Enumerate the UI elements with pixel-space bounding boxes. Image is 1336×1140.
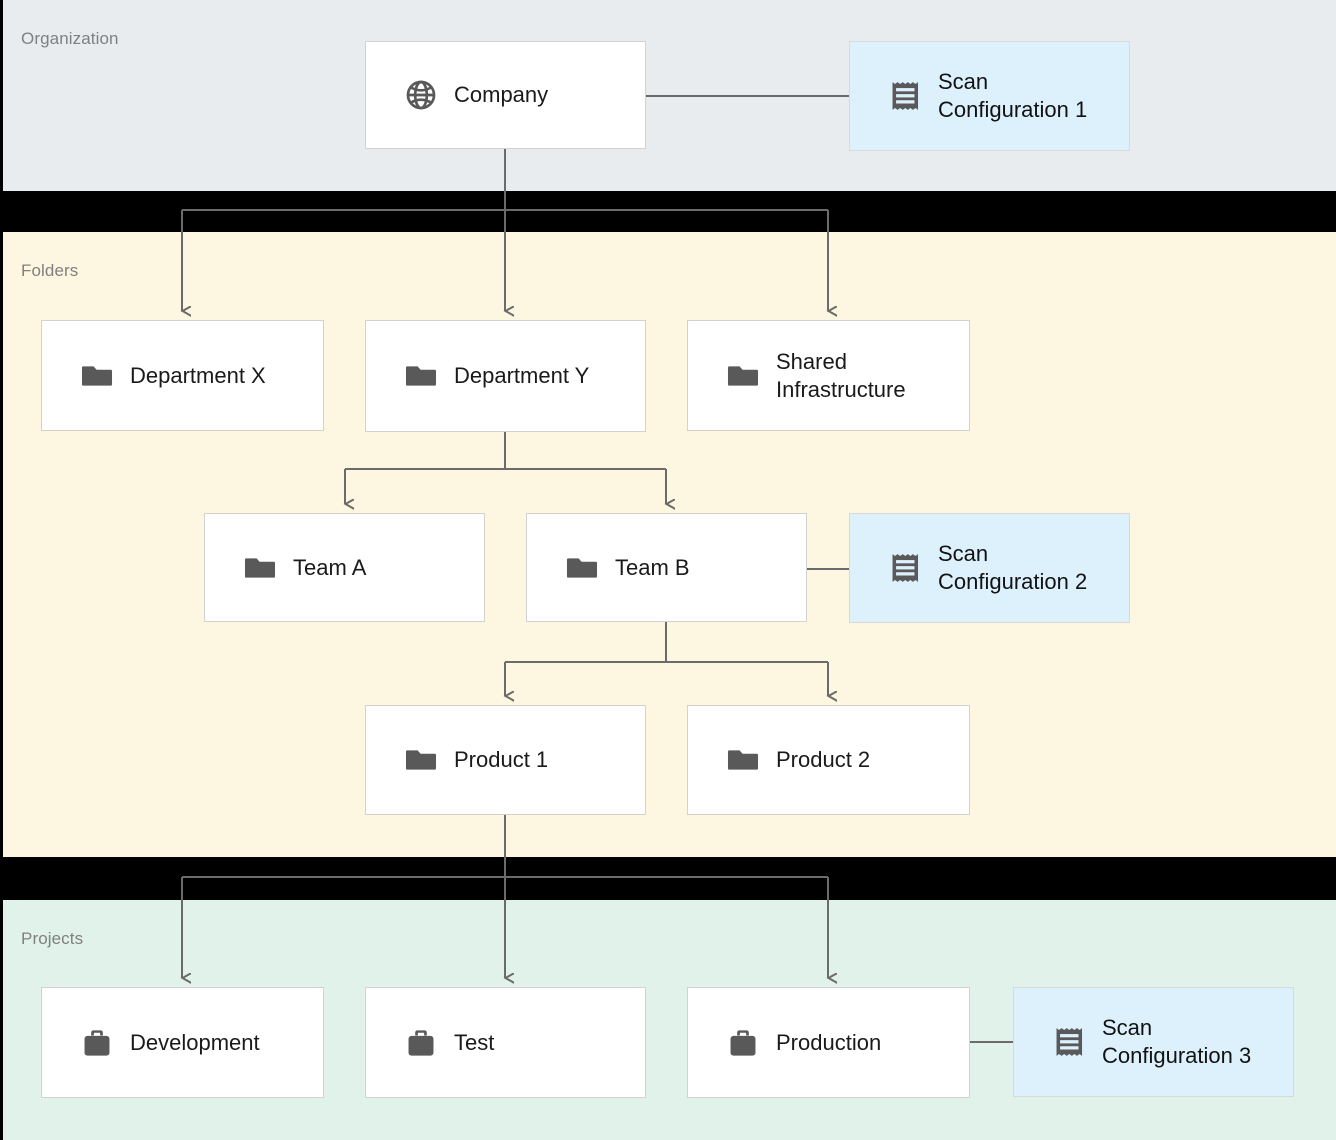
band-label-projects: Projects (21, 929, 84, 948)
node-label: Test (454, 1029, 495, 1055)
node-label: Shared Infrastructure (776, 348, 906, 402)
node-company[interactable]: Company (365, 41, 646, 149)
node-label: Development (130, 1029, 260, 1055)
node-production[interactable]: Production (687, 987, 970, 1098)
node-department-y[interactable]: Department Y (365, 320, 646, 432)
node-label: Department X (130, 362, 266, 388)
folder-icon (727, 365, 759, 386)
node-product-1[interactable]: Product 1 (365, 705, 646, 815)
node-label: Team B (615, 554, 690, 580)
folder-icon (405, 366, 437, 386)
node-department-x[interactable]: Department X (41, 320, 324, 431)
briefcase-icon (730, 1029, 756, 1056)
folder-icon (727, 750, 759, 770)
band-label-organization: Organization (21, 29, 119, 48)
node-shared-infrastructure[interactable]: Shared Infrastructure (687, 320, 970, 431)
node-label: Product 2 (776, 747, 871, 772)
receipt-icon (1056, 1028, 1083, 1056)
node-label: Production (776, 1029, 882, 1055)
node-development[interactable]: Development (41, 987, 324, 1098)
node-label: Scan Configuration 2 (938, 541, 1088, 594)
node-scan-configuration-2[interactable]: Scan Configuration 2 (849, 513, 1130, 623)
node-scan-configuration-1[interactable]: Scan Configuration 1 (849, 41, 1130, 151)
node-team-b[interactable]: Team B (526, 513, 807, 622)
folder-icon (81, 365, 113, 386)
node-label: Department Y (454, 363, 590, 388)
node-scan-configuration-3[interactable]: Scan Configuration 3 (1013, 987, 1294, 1097)
folder-icon (405, 750, 437, 770)
folder-icon (566, 557, 598, 578)
folder-icon (244, 557, 276, 578)
node-label: Scan Configuration 1 (938, 69, 1088, 122)
receipt-icon (892, 554, 919, 582)
node-label: Company (454, 82, 549, 107)
briefcase-icon (84, 1029, 110, 1056)
node-test[interactable]: Test (365, 987, 646, 1098)
node-label: Product 1 (454, 747, 549, 772)
receipt-icon (892, 82, 919, 110)
band-organization: Organization (3, 0, 1336, 191)
globe-icon (406, 80, 436, 110)
node-team-a[interactable]: Team A (204, 513, 485, 622)
node-product-2[interactable]: Product 2 (687, 705, 970, 815)
band-label-folders: Folders (21, 261, 79, 280)
node-label: Team A (293, 554, 367, 580)
node-label: Scan Configuration 3 (1102, 1015, 1252, 1068)
briefcase-icon (408, 1029, 434, 1056)
